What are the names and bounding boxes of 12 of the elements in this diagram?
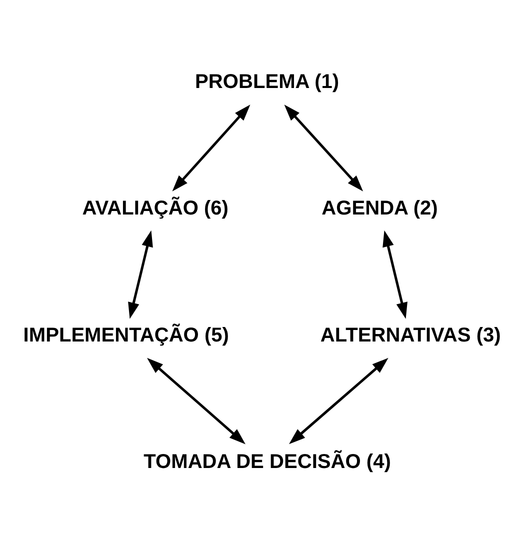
node-text: ALTERNATIVAS (3) (320, 324, 501, 346)
arrow (172, 104, 250, 192)
arrow (146, 358, 246, 444)
arrow (128, 230, 153, 319)
node-text: AVALIAÇÃO (6) (82, 198, 228, 220)
node-text: AGENDA (2) (322, 198, 438, 220)
node-text: TOMADA DE DECISÃO (4) (144, 450, 391, 473)
node-text: IMPLEMENTAÇÃO (5) (23, 324, 229, 346)
arrow (284, 104, 364, 192)
arrow (289, 358, 388, 444)
node-text: PROBLEMA (1) (195, 71, 340, 94)
arrow (382, 230, 408, 319)
